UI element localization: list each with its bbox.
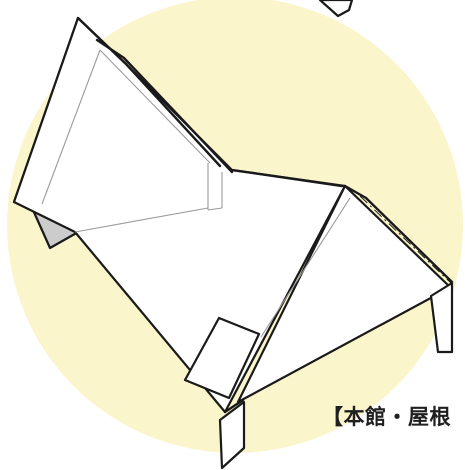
bottom-tab [218,400,246,470]
construction-lines [41,49,351,338]
ridge-lines [76,16,454,414]
top-fragment [318,0,354,18]
left-appendage [183,316,261,400]
right-eave-tab [429,281,454,354]
roof-faces [12,16,454,470]
hip-centerline [359,195,453,285]
roof-caption: 【本館・屋根 [322,405,451,429]
